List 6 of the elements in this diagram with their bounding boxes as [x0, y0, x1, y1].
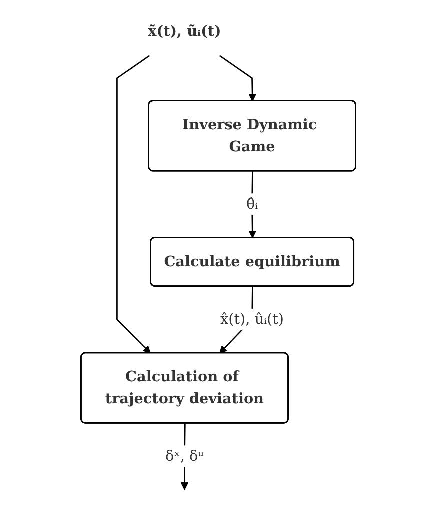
arrow — [116, 55, 151, 354]
node-text: x̃(t), ũᵢ(t) — [148, 22, 222, 40]
edge-label: x̂(t), ûᵢ(t) — [220, 310, 284, 328]
edge-label: δˣ, δᵘ — [166, 447, 204, 465]
edge-label: θ̂ᵢ — [246, 195, 258, 212]
arrow — [219, 55, 257, 102]
